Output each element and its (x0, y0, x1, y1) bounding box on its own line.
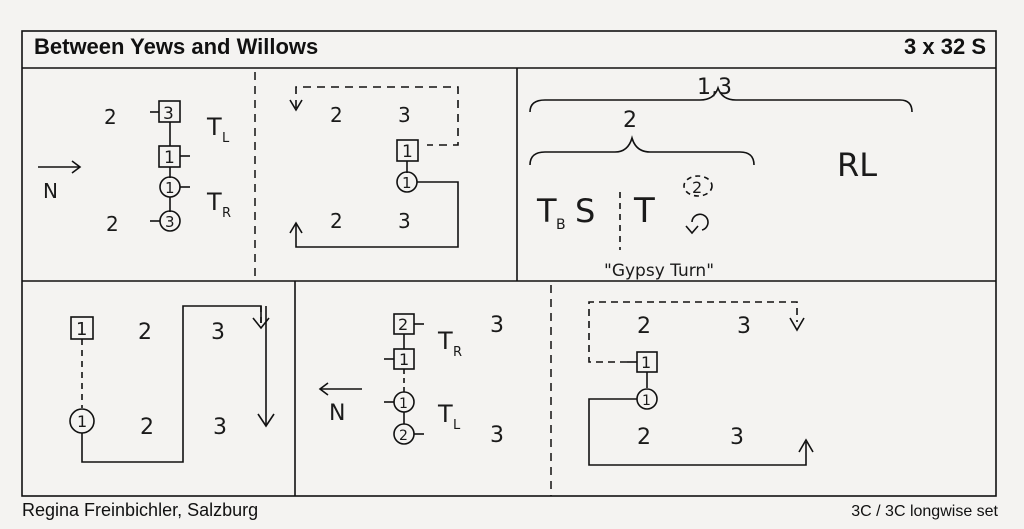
north-arrow-head (71, 160, 82, 174)
bottom-b: 3 (398, 209, 411, 233)
north-label: N (329, 401, 345, 426)
solid-path (81, 305, 262, 463)
circle-b-number: 3 (165, 213, 175, 231)
dashed-path-arrowhead (789, 317, 805, 332)
box-b-number: 1 (164, 148, 175, 168)
turn-left-sub: L (453, 418, 461, 433)
man-bottom: 2 (106, 212, 119, 236)
inner-brace-label: 2 (623, 108, 637, 133)
turn-right-sub: R (453, 345, 462, 360)
solid-path-arrowhead (289, 221, 303, 234)
box-number: 1 (402, 142, 413, 162)
rl-label: RL (837, 146, 877, 184)
turn-loop (691, 213, 709, 231)
top-b: 3 (737, 314, 751, 339)
solid-path (588, 398, 807, 466)
box-b-number: 1 (399, 350, 409, 369)
top-a: 2 (138, 320, 152, 345)
tbs-s: S (575, 192, 595, 230)
down-arrow-head (257, 413, 275, 428)
top-a: 2 (637, 314, 651, 339)
circle-number: 1 (77, 412, 87, 431)
dashed-path-arrowhead (289, 99, 303, 112)
panel-2 (289, 86, 459, 248)
man-top: 2 (104, 105, 117, 129)
dancer-number: 2 (692, 178, 702, 197)
turn-left-label: T (206, 113, 222, 141)
dance-title: Between Yews and Willows (34, 34, 319, 59)
bottom-a: 2 (330, 209, 343, 233)
panel-6 (588, 301, 814, 466)
turn-loop-arrowhead (685, 225, 699, 235)
tbs-t: T (536, 192, 557, 230)
circle-a-number: 1 (165, 179, 175, 197)
north-arrow-head (318, 382, 329, 396)
turn-left-label: T (437, 400, 453, 428)
turn-right-label: T (206, 188, 222, 216)
turn-left-sub: L (222, 131, 230, 146)
inner-brace (529, 135, 755, 166)
box-number: 1 (641, 353, 651, 372)
author-credit: Regina Freinbichler, Salzburg (22, 500, 259, 520)
tbs-sub: B (556, 217, 566, 233)
north-label: N (43, 179, 58, 203)
right-top: 3 (490, 313, 504, 338)
dancer-dashed-outline (683, 175, 713, 197)
bottom-a: 2 (140, 415, 154, 440)
top-b: 3 (211, 320, 225, 345)
circle-number: 1 (642, 393, 651, 409)
top-a: 2 (330, 103, 343, 127)
outer-frame (21, 30, 997, 497)
solid-path (295, 181, 459, 248)
circle-b-number: 2 (399, 428, 408, 444)
turn-right-label: T (437, 327, 453, 355)
dashed-path (295, 86, 459, 146)
turn-t: T (633, 191, 655, 231)
right-bottom: 3 (490, 423, 504, 448)
bottom-a: 2 (637, 425, 651, 450)
box-a-number: 3 (163, 104, 174, 124)
box-number: 1 (76, 319, 87, 340)
gypsy-turn-label: "Gypsy Turn" (604, 261, 714, 281)
panel-4 (69, 305, 275, 463)
solid-path-arrowhead (798, 438, 814, 453)
bottom-b: 3 (213, 415, 227, 440)
outer-brace (529, 85, 913, 113)
top-b: 3 (398, 103, 411, 127)
turn-right-sub: R (222, 206, 231, 221)
dashed-path (588, 301, 798, 363)
bottom-b: 3 (730, 425, 744, 450)
box-a-number: 2 (398, 315, 408, 334)
set-type: 3C / 3C longwise set (851, 503, 998, 520)
circle-number: 1 (402, 174, 412, 192)
panel-3 (529, 85, 913, 250)
outer-brace-label: 1,3 (697, 75, 732, 100)
panel-5 (318, 313, 424, 445)
dance-formation: 3 x 32 S (904, 34, 986, 59)
panel-1 (38, 100, 190, 232)
circle-a-number: 1 (399, 396, 408, 412)
